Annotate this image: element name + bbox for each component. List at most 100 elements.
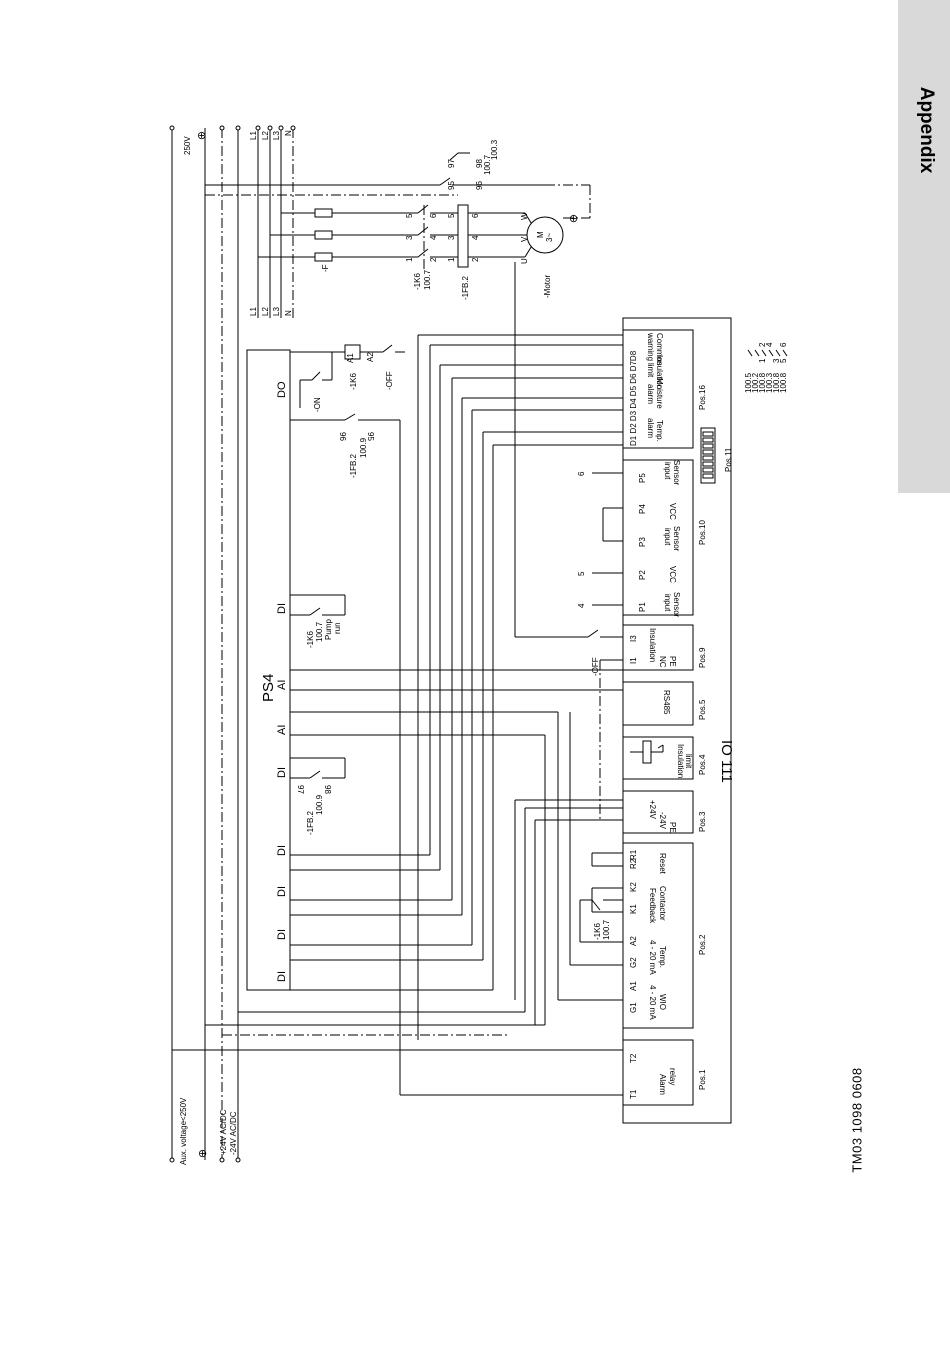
ps4-port-do: DO bbox=[276, 381, 288, 398]
coil-a1-label: A1 bbox=[346, 353, 355, 363]
pos2-wio-ma: 4 - 20 mA bbox=[648, 985, 657, 1020]
pos2-contactor: Contactor bbox=[658, 886, 667, 921]
motor-w-label: W bbox=[520, 212, 529, 220]
overload-label: -1FB.2 bbox=[461, 275, 470, 300]
motor-v-label: V bbox=[520, 236, 529, 242]
pump-k6-ref: 100.7 bbox=[315, 621, 324, 642]
motor-u-label: U bbox=[520, 258, 529, 264]
overload-pole-2: 2 bbox=[471, 257, 480, 262]
di-fb-label: -1FB.2 bbox=[306, 810, 315, 835]
ref-num-4: 1 bbox=[758, 358, 767, 363]
motor-label: -Motor bbox=[543, 275, 552, 298]
ps4-port-ai-2: AI bbox=[276, 725, 288, 735]
pos9-pos-label: Pos.9 bbox=[698, 647, 707, 668]
k6-coil-label: -1K6 bbox=[349, 373, 358, 390]
pos9-pe: PE bbox=[668, 656, 677, 667]
overload-pole-3: 3 bbox=[447, 235, 456, 240]
pos9-nc: NC bbox=[658, 656, 667, 668]
mid-l1-label: L1 bbox=[249, 307, 258, 316]
pos5-rs485: RS485 bbox=[662, 690, 671, 715]
reference-legend: 100.5 100.2 100.8 100.3 100.8 100.8 2 4 … bbox=[744, 342, 788, 393]
pos2-pos-label: Pos.2 bbox=[698, 934, 707, 955]
pos1-t2: T2 bbox=[629, 1053, 638, 1063]
motor-circuit: M 3~ ⊕ U V W -Motor -F -1K6 100.7 -1FB.2… bbox=[205, 139, 591, 300]
minus24v-label: -24V AC/DC bbox=[229, 1111, 238, 1155]
mid-n-label: N bbox=[284, 310, 293, 316]
mid-l2-label: L2 bbox=[261, 307, 270, 316]
sensor-wire-5: 5 bbox=[577, 571, 586, 576]
off-button-label: -OFF bbox=[385, 371, 394, 390]
pos10-p5: P5 bbox=[638, 473, 647, 483]
ref-num-3: 3 bbox=[772, 358, 781, 363]
ref-5: 100.8 bbox=[772, 372, 781, 393]
pos2-g1: G1 bbox=[629, 1002, 638, 1013]
di-fb-ref: 100.9 bbox=[315, 794, 324, 815]
pos2-a2: A2 bbox=[629, 936, 638, 946]
pos16-insulation: Insulation bbox=[655, 355, 664, 389]
fb-contact-95: 95 bbox=[366, 432, 375, 441]
plus24v-label: +24V AC/DC bbox=[219, 1109, 228, 1155]
ps4-port-di-4: DI bbox=[276, 886, 288, 897]
pos3-plus24: +24V bbox=[648, 800, 657, 820]
pos16-warning: warning bbox=[646, 332, 655, 361]
pos16-limit: limit bbox=[646, 363, 655, 378]
ps4-module: PS4 DO DI AI AI DI DI DI DI DI A1 A2 -OF… bbox=[246, 344, 405, 1095]
ps4-port-ai-1: AI bbox=[276, 680, 288, 690]
ref-3: 100.8 bbox=[758, 372, 767, 393]
pos2-k6-label: -1K6 bbox=[593, 923, 602, 940]
pos2-k2: K2 bbox=[629, 882, 638, 892]
pos2-reset: Reset bbox=[658, 853, 667, 875]
pos1-alarm: Alarm bbox=[658, 1074, 667, 1095]
sensor-wire-6: 6 bbox=[577, 471, 586, 476]
rail-l3-label: L3 bbox=[272, 131, 281, 140]
fuse-label: -F bbox=[321, 264, 330, 272]
overload-pole-5: 5 bbox=[447, 213, 456, 218]
pos3-pos-label: Pos.3 bbox=[698, 811, 707, 832]
pos10-pos-label: Pos.10 bbox=[698, 520, 707, 545]
overload-pole-6: 6 bbox=[471, 213, 480, 218]
pole-1-label: 1 bbox=[405, 257, 414, 262]
rail-l1-label: L1 bbox=[249, 131, 258, 140]
aux-97-label: 97 bbox=[447, 159, 456, 168]
ref-num-2: 4 bbox=[765, 342, 774, 347]
pos10-sensor-1: Sensor bbox=[672, 460, 681, 486]
ps4-port-di-1: DI bbox=[276, 603, 288, 614]
contactor-ref: 100.7 bbox=[423, 269, 432, 290]
sensor-wire-4: 4 bbox=[577, 603, 586, 608]
overload-pole-1: 1 bbox=[447, 257, 456, 262]
ps4-port-di-5: DI bbox=[276, 929, 288, 940]
pos10-sensor-3: Sensor bbox=[672, 592, 681, 618]
pos2-wio: WIO bbox=[658, 994, 667, 1010]
pos2-g2: G2 bbox=[629, 957, 638, 968]
pos9-i3: I3 bbox=[629, 635, 638, 642]
pos2-k6-ref: 100.7 bbox=[602, 919, 611, 940]
pos10-p2: P2 bbox=[638, 570, 647, 580]
earth-bottom-icon: ⊕ bbox=[198, 1148, 207, 1160]
pos2-a1: A1 bbox=[629, 981, 638, 991]
pos9-insulation: Insulation bbox=[648, 628, 657, 662]
pos2-temp: Temp. bbox=[658, 946, 667, 968]
ref-num-5: 6 bbox=[779, 342, 788, 347]
ps4-title: PS4 bbox=[260, 674, 277, 702]
pos10-p3: P3 bbox=[638, 537, 647, 547]
di-fb-contact-97: 97 bbox=[296, 785, 305, 794]
ref-4: 100.3 bbox=[765, 372, 774, 393]
aux-96-label: 96 bbox=[475, 181, 484, 190]
pos10-sensor-2: Sensor bbox=[672, 526, 681, 552]
pos10-p4: P4 bbox=[638, 504, 647, 514]
di-fb-contact-98: 98 bbox=[323, 785, 332, 794]
pole-5-label: 5 bbox=[405, 213, 414, 218]
motor-phase-symbol: 3~ bbox=[545, 233, 554, 242]
pos4-limit: limit bbox=[684, 754, 693, 769]
pos1-relay: relay bbox=[668, 1068, 677, 1085]
pump-label: Pump bbox=[324, 619, 333, 640]
pos16-terminals: D1 D2 D3 D4 D5 D6 D7D8 bbox=[629, 350, 638, 446]
pos4-insulation: Insulation bbox=[676, 744, 685, 778]
pos16-moisture-alarm: alarm bbox=[646, 384, 655, 404]
pos10-input-2: input bbox=[663, 528, 672, 546]
ps4-port-di-3: DI bbox=[276, 845, 288, 856]
pos10-vcc-1: VCC bbox=[668, 503, 677, 520]
pos9-off-label: -OFF bbox=[591, 657, 600, 676]
mid-l3-label: L3 bbox=[272, 307, 281, 316]
pump-k6-label: -1K6 bbox=[306, 631, 315, 648]
